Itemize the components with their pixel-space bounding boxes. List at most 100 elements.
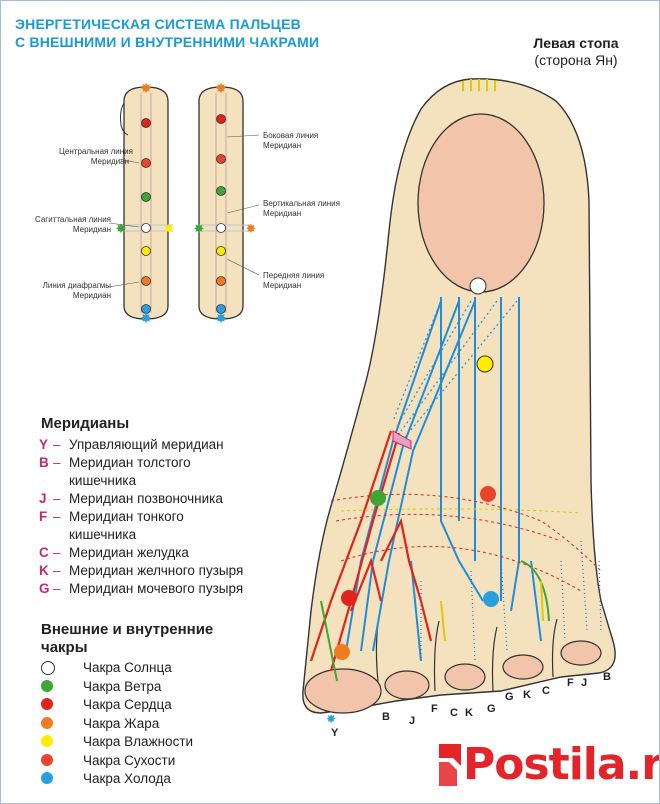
toe-letter: C	[542, 685, 550, 697]
meridian-description: Управляющий меридиан	[69, 436, 299, 454]
meridian-description-line: Меридиан мочевого пузыря	[69, 581, 244, 596]
meridian-description-line: Меридиан желудка	[69, 545, 189, 560]
svg-text:✸: ✸	[140, 81, 152, 97]
chakra-color-dot	[41, 661, 55, 675]
meridian-description-line: кишечника	[69, 527, 137, 542]
foot-title: Левая стопа (сторона Ян)	[506, 35, 646, 69]
label-central-line-1: Центральная линия	[59, 147, 133, 156]
label-sagittal-line-1: Сагиттальная линия	[34, 215, 111, 224]
label-front-line-1: Передняя линия	[263, 271, 325, 280]
chakra-label: Чакра Холода	[83, 771, 171, 786]
chakra-color-dot	[41, 716, 53, 729]
meridian-item: K–Меридиан желчного пузыря	[39, 562, 299, 580]
chakra-label: Чакра Ветра	[83, 678, 162, 694]
chakra-label: Чакра Сухости	[83, 752, 176, 768]
meridian-code: F	[39, 509, 48, 524]
label-vertical-line-2: Меридиан	[263, 209, 302, 218]
toe-letter: K	[465, 707, 473, 719]
meridian-description: Меридиан позвоночника	[69, 490, 299, 508]
meridian-description-line: Управляющий меридиан	[69, 437, 224, 452]
chakra-color-dot	[41, 753, 53, 766]
meridian-item: G–Меридиан мочевого пузыря	[39, 580, 299, 598]
meridian-dash: –	[53, 581, 61, 596]
chakra-label: Чакра Сердца	[83, 697, 172, 712]
meridian-dash: –	[53, 545, 61, 560]
toe-letter: B	[382, 711, 390, 723]
label-diaphragm-line-1: Линия диафрагмы	[42, 281, 111, 290]
meridian-dash: –	[53, 491, 61, 506]
label-diaphragm-line-2: Меридиан	[72, 291, 111, 300]
label-lateral-line: Боковая линия Меридиан	[263, 131, 318, 151]
svg-text:✸: ✸	[116, 222, 127, 237]
toe-letter: G	[487, 703, 496, 715]
svg-text:✸: ✸	[326, 712, 336, 726]
toe-letter: B	[603, 671, 611, 683]
meridian-item: B–Меридиан толстого кишечника	[39, 454, 299, 490]
meridian-description-line: кишечника	[69, 473, 137, 488]
chakra-label: Чакра Влажности	[83, 734, 194, 749]
chakra-color-dot	[41, 679, 53, 692]
toe-letter: F	[567, 677, 574, 689]
finger-diagram-left: ✸ ✸ ✸ ✸	[108, 81, 175, 327]
chakras-heading-line-2: чакры	[41, 639, 88, 656]
toe-letter: J	[409, 715, 416, 727]
label-diaphragm-line: Линия диафрагмы Меридиан	[31, 281, 111, 301]
meridian-item: Y–Управляющий меридиан	[39, 436, 299, 454]
svg-text:✸: ✸	[140, 311, 152, 327]
label-central-line: Центральная линия Меридиан	[59, 147, 133, 167]
page-title: ЭНЕРГЕТИЧЕСКАЯ СИСТЕМА ПАЛЬЦЕВ С ВНЕШНИМ…	[15, 15, 319, 51]
chakras-heading: Внешние и внутренние чакры	[41, 621, 213, 657]
meridian-code: C	[39, 545, 49, 560]
chakra-color-dot	[41, 735, 53, 747]
svg-text:✸: ✸	[194, 222, 205, 237]
meridian-dash: –	[53, 455, 61, 470]
finger-diagram-right: ✸ ✸ ✸ ✸	[194, 81, 260, 327]
title-line-1: ЭНЕРГЕТИЧЕСКАЯ СИСТЕМА ПАЛЬЦЕВ	[15, 16, 301, 32]
toe-letter: Y	[331, 727, 339, 739]
foot-title-main: Левая стопа	[533, 35, 619, 51]
meridian-code: K	[39, 563, 49, 578]
meridian-description: Меридиан мочевого пузыря	[69, 580, 299, 598]
label-sagittal-line-2: Меридиан	[72, 225, 111, 234]
label-vertical-line: Вертикальная линия Меридиан	[263, 199, 340, 219]
meridian-description-line: Меридиан тонкого	[69, 509, 184, 524]
meridian-description: Меридиан желчного пузыря	[69, 562, 299, 580]
chakra-label: Чакра Солнца	[83, 660, 172, 675]
meridian-description-line: Меридиан желчного пузыря	[69, 563, 244, 578]
toe-letter: C	[450, 707, 458, 719]
label-central-line-2: Меридиан	[90, 157, 129, 166]
title-line-2: С ВНЕШНИМИ И ВНУТРЕННИМИ ЧАКРАМИ	[15, 34, 320, 50]
meridian-item: J–Меридиан позвоночника	[39, 490, 299, 508]
meridian-description-line: Меридиан позвоночника	[69, 491, 223, 506]
svg-text:✸: ✸	[246, 222, 257, 237]
chakra-label: Чакра Жара	[83, 715, 160, 731]
meridian-description-line: Меридиан толстого	[69, 455, 191, 470]
toe-letter: K	[523, 689, 531, 701]
meridian-code: B	[39, 455, 49, 470]
meridian-dash: –	[53, 437, 61, 452]
chakra-color-dot	[41, 772, 53, 784]
chakras-heading-line-1: Внешние и внутренние	[41, 621, 214, 638]
meridian-code: G	[39, 581, 50, 596]
chakra-color-dot	[41, 698, 53, 710]
postila-logo	[439, 744, 461, 786]
svg-text:✸: ✸	[215, 311, 227, 327]
meridians-heading: Меридианы	[41, 415, 130, 432]
meridian-dash: –	[53, 563, 61, 578]
label-vertical-line-1: Вертикальная линия	[263, 199, 340, 208]
svg-text:✸: ✸	[215, 81, 227, 97]
toe-letter: F	[431, 703, 438, 715]
meridian-description: Меридиан тонкого кишечника	[69, 508, 299, 544]
meridian-description: Меридиан желудка	[69, 544, 299, 562]
meridian-code: Y	[39, 437, 49, 452]
label-lateral-line-2: Меридиан	[263, 141, 302, 150]
watermark-text: Postila.ru	[463, 739, 660, 790]
meridian-item: C–Меридиан желудка	[39, 544, 299, 562]
meridian-description: Меридиан толстого кишечника	[69, 454, 299, 490]
label-front-line-2: Меридиан	[263, 281, 302, 290]
toe-letter: J	[581, 677, 588, 689]
meridian-code: J	[39, 491, 47, 506]
